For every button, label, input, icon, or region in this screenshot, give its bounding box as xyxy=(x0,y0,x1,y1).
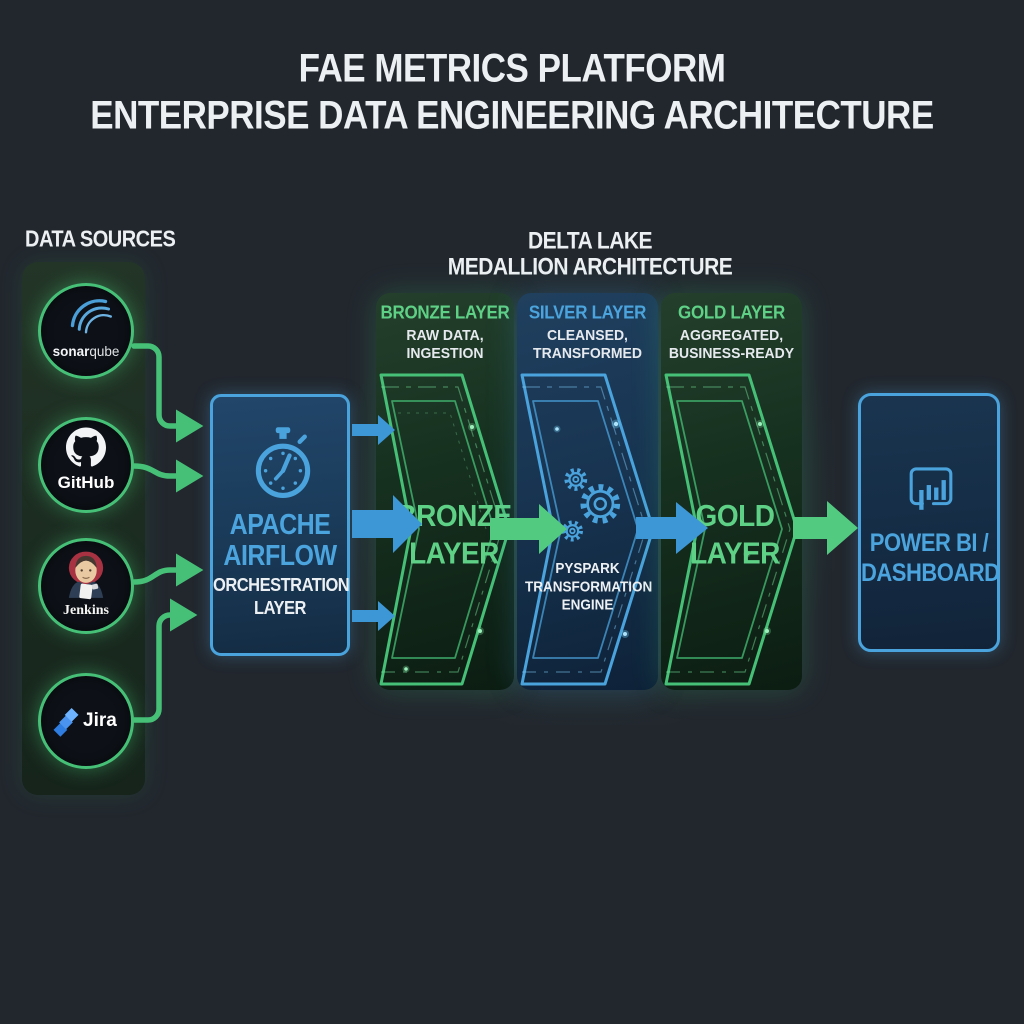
medallion-heading-line1: DELTA LAKE xyxy=(527,228,653,255)
page-title-line1: FAE METRICS PLATFORM xyxy=(298,46,726,91)
source-jenkins: Jenkins xyxy=(38,538,134,634)
gold-layer-label: GOLD LAYER xyxy=(690,498,780,571)
jira-diamonds-icon xyxy=(53,708,79,737)
gold-layer-desc-line2: BUSINESS-READY xyxy=(668,344,795,362)
bronze-layer-panel: BRONZE LAYER RAW DATA, INGESTION BRONZE … xyxy=(376,293,514,690)
source-label: Jenkins xyxy=(63,603,109,618)
silver-layer-desc-line2: TRANSFORMED xyxy=(533,344,642,362)
source-sonarqube: sonarqube xyxy=(38,283,134,379)
power-bi-icon xyxy=(909,467,953,510)
orchestration-name-line1: APACHE xyxy=(229,509,331,541)
bronze-layer-desc-line1: RAW DATA, xyxy=(406,326,484,344)
octocat-icon xyxy=(66,427,106,467)
page-title-line2: ENTERPRISE DATA ENGINEERING ARCHITECTURE xyxy=(90,93,934,138)
silver-layer-title: SILVER LAYER xyxy=(528,302,647,323)
bronze-layer-title: BRONZE LAYER xyxy=(380,302,510,323)
silver-layer-desc-line1: CLEANSED, xyxy=(547,326,628,344)
bronze-layer-desc-line2: INGESTION xyxy=(406,344,484,362)
source-label: GitHub xyxy=(57,473,115,492)
gears-icon xyxy=(561,468,621,542)
pyspark-engine-label: PYSPARK TRANSFORMATION ENGINE xyxy=(525,560,653,613)
medallion-heading-line2: MEDALLION ARCHITECTURE xyxy=(390,254,790,281)
data-sources-heading: DATA SOURCES xyxy=(25,227,176,253)
output-dashboard-box: POWER BI / DASHBOARD xyxy=(858,393,1000,652)
orchestration-role-line1: ORCHESTRATION xyxy=(213,575,350,596)
bronze-layer-label: BRONZE LAYER xyxy=(396,498,512,571)
gold-layer-panel: GOLD LAYER AGGREGATED, BUSINESS-READY GO… xyxy=(661,293,802,690)
output-label-line2: DASHBOARD xyxy=(861,558,1000,587)
gold-layer-desc-line1: AGGREGATED, xyxy=(679,326,784,344)
orchestration-name-line2: AIRFLOW xyxy=(223,540,337,572)
output-label-line1: POWER BI / xyxy=(869,528,989,557)
orchestration-box: APACHE AIRFLOW ORCHESTRATION LAYER xyxy=(210,394,350,656)
stopwatch-icon xyxy=(255,427,311,498)
silver-layer-panel: SILVER LAYER CLEANSED, TRANSFORMED xyxy=(517,293,658,690)
gold-layer-title: GOLD LAYER xyxy=(678,302,785,323)
source-jira: Jira xyxy=(38,673,134,769)
jenkins-butler-icon xyxy=(68,551,104,600)
source-label: Jira xyxy=(83,710,117,731)
source-github: GitHub xyxy=(38,417,134,513)
source-label: sonarqube xyxy=(52,344,120,359)
orchestration-role-line2: LAYER xyxy=(254,598,306,619)
sonarqube-arcs-icon xyxy=(70,299,112,334)
